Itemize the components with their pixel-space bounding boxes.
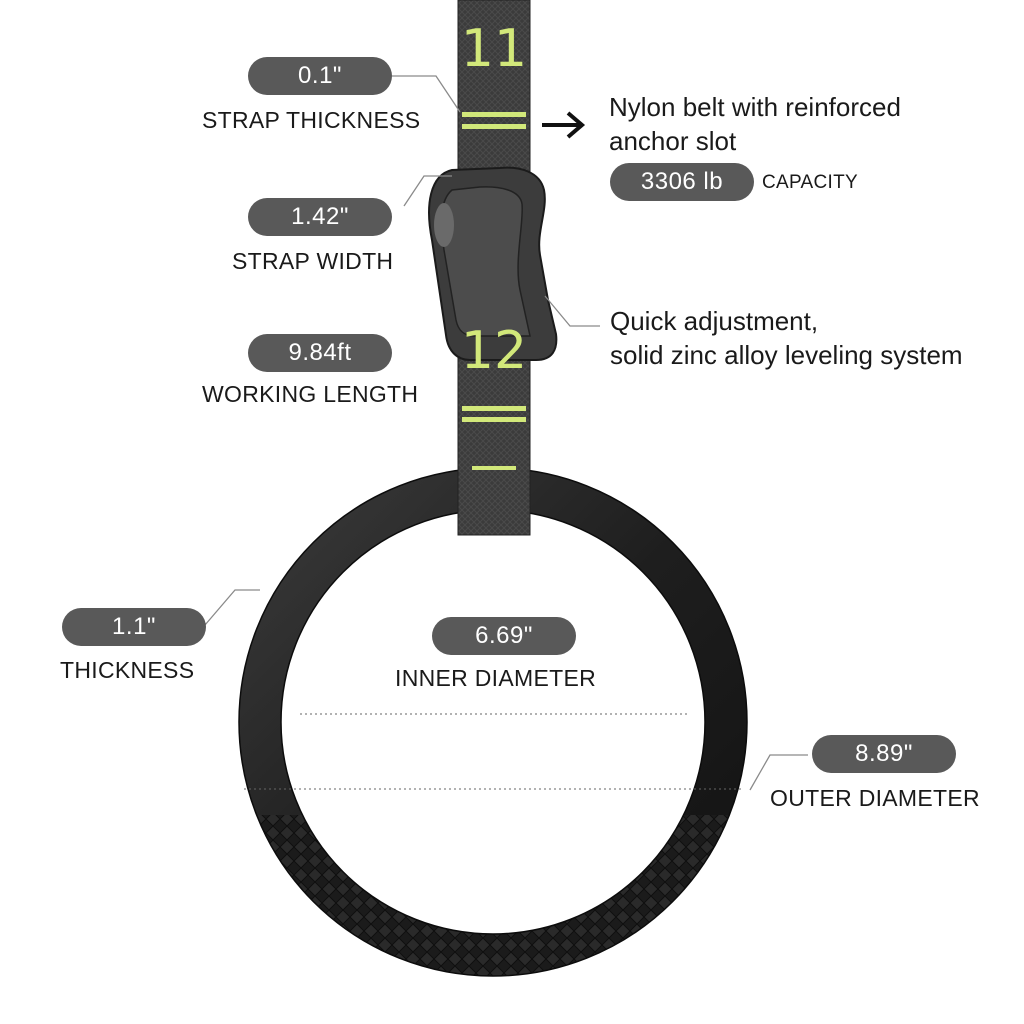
inner-diameter-value: 6.69"	[432, 617, 576, 655]
arrow-right-icon	[542, 111, 586, 139]
ring-thickness-label: THICKNESS	[60, 657, 195, 683]
leader-lines	[204, 75, 808, 791]
inner-diameter-label: INNER DIAMETER	[395, 665, 596, 691]
belt-note: Nylon belt with reinforced anchor slot	[609, 90, 901, 158]
belt-note-line1: Nylon belt with reinforced	[609, 92, 901, 122]
buckle	[428, 166, 558, 361]
diameter-guides	[244, 713, 744, 790]
capacity-value: 3306 lb	[610, 163, 754, 201]
outer-diameter-value: 8.89"	[812, 735, 956, 773]
working-length-value: 9.84ft	[248, 334, 392, 372]
capacity-label: CAPACITY	[762, 172, 859, 193]
strap-number-11: 11	[461, 19, 527, 79]
buckle-note-line1: Quick adjustment,	[610, 306, 819, 336]
ring-thickness-value: 1.1"	[62, 608, 206, 646]
strap-width-value: 1.42"	[248, 198, 392, 236]
gym-ring	[238, 467, 748, 977]
strap-thickness-label: STRAP THICKNESS	[202, 107, 421, 133]
outer-diameter-label: OUTER DIAMETER	[770, 785, 980, 811]
working-length-label: WORKING LENGTH	[202, 381, 419, 407]
strap-thickness-value: 0.1"	[248, 57, 392, 95]
strap-number-12: 12	[461, 321, 527, 381]
belt-note-line2: anchor slot	[609, 126, 737, 156]
buckle-note-line2: solid zinc alloy leveling system	[610, 340, 963, 370]
strap-width-label: STRAP WIDTH	[232, 248, 394, 274]
buckle-note: Quick adjustment, solid zinc alloy level…	[610, 304, 963, 372]
